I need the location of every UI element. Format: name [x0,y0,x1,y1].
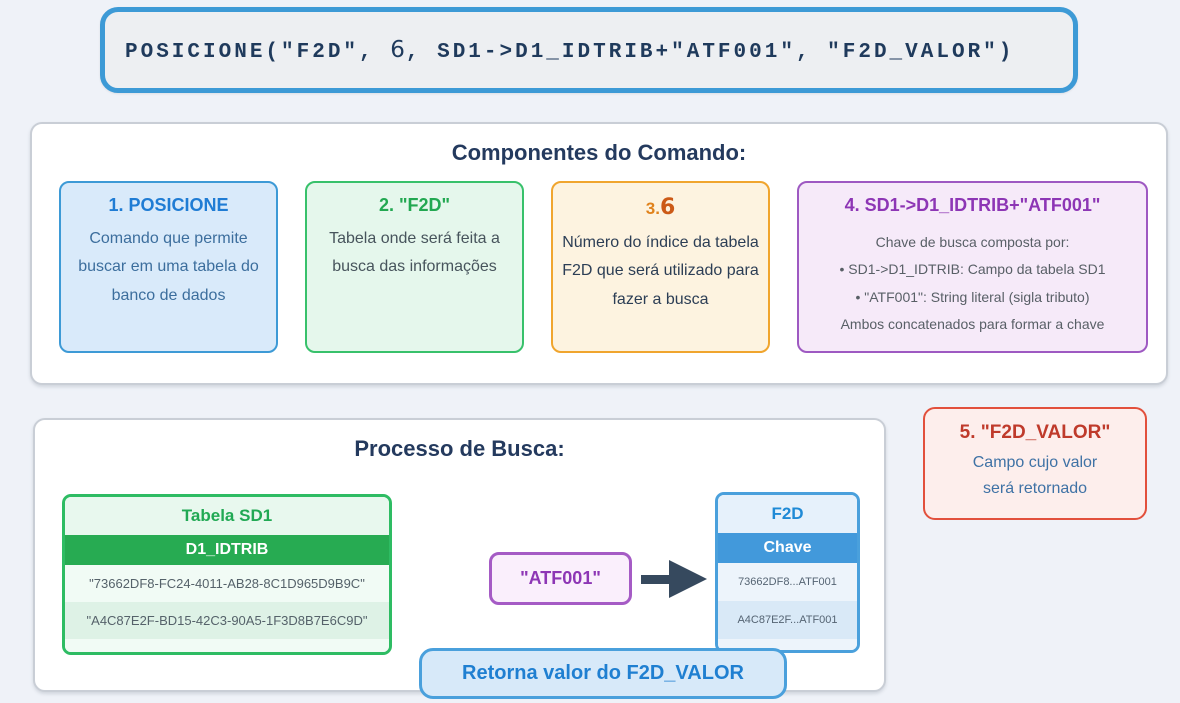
card-chave-title: 4. SD1->D1_IDTRIB+"ATF001" [844,195,1101,215]
sd1-table-header: Tabela SD1 [65,497,389,535]
f2d-table-row: A4C87E2F...ATF001 [718,601,857,639]
processo-panel: Processo de Busca: Tabela SD1 D1_IDTRIB … [33,418,886,699]
code-suffix: , SD1->D1_IDTRIB+"ATF001", "F2D_VALOR") [405,40,1015,64]
arrow-head [669,560,707,598]
card-indice-title-prefix: 3. [645,199,660,218]
f2d-table-row: 73662DF8...ATF001 [718,563,857,601]
result-box: Retorna valor do F2D_VALOR [419,648,787,699]
f2d-table-column-header: Chave [718,533,857,563]
card-chave: 4. SD1->D1_IDTRIB+"ATF001" Chave de busc… [797,181,1148,353]
code-index-argument: 6 [390,36,406,63]
card-indice-title: 3.6 [561,195,760,220]
card-f2d-valor-body-line-2: será retornado [982,479,1088,497]
sd1-table-row: "73662DF8-FC24-4011-AB28-8C1D965D9B9C" [65,565,389,602]
f2d-table-footer-strip [718,639,857,650]
card-f2d-valor: 5. "F2D_VALOR" Campo cujo valor será ret… [923,407,1147,520]
f2d-table: F2D Chave 73662DF8...ATF001 A4C87E2F...A… [715,492,860,653]
card-f2d-valor-body-line-1: Campo cujo valor [972,454,1098,471]
card-chave-line-1: Chave de busca composta por: [875,234,1070,250]
componentes-title: Componentes do Comando: [451,140,747,165]
card-chave-line-4: Ambos concatenados para formar a chave [840,315,1105,332]
code-box: POSICIONE("F2D", 6, SD1->D1_IDTRIB+"ATF0… [100,7,1078,93]
processo-title: Processo de Busca: [354,436,565,461]
code-prefix: POSICIONE("F2D", [125,40,391,64]
code-text: POSICIONE("F2D", 6, SD1->D1_IDTRIB+"ATF0… [125,37,1014,64]
card-f2d-valor-title: 5. "F2D_VALOR" [959,422,1111,443]
sd1-table: Tabela SD1 D1_IDTRIB "73662DF8-FC24-4011… [62,494,392,655]
right-arrow-icon [641,560,707,598]
search-key-box: "ATF001" [489,552,632,605]
card-indice-body: Número do índice da tabela F2D que será … [562,234,759,308]
card-indice: 3.6 Número do índice da tabela F2D que s… [551,181,770,353]
card-f2d-body: Tabela onde será feita a busca das infor… [329,230,500,276]
cards-row: 1. POSICIONE Comando que permite buscar … [32,166,1166,353]
card-chave-line-2: • SD1->D1_IDTRIB: Campo da tabela SD1 [839,261,1106,278]
card-posicione-body: Comando que permite buscar em uma tabela… [78,230,259,304]
card-f2d-title: 2. "F2D" [378,195,451,215]
card-posicione: 1. POSICIONE Comando que permite buscar … [59,181,278,353]
card-f2d: 2. "F2D" Tabela onde será feita a busca … [305,181,524,353]
card-indice-title-number: 6 [659,195,676,220]
sd1-table-footer-strip [65,639,389,652]
card-chave-line-3: • "ATF001": String literal (sigla tribut… [855,288,1090,305]
sd1-table-column-header: D1_IDTRIB [65,535,389,565]
card-posicione-title: 1. POSICIONE [108,195,229,215]
componentes-panel: Componentes do Comando: 1. POSICIONE Com… [30,122,1168,385]
arrow-stem [641,574,669,584]
card-chave-body: Chave de busca composta por: • SD1->D1_I… [807,229,1138,338]
sd1-table-row: "A4C87E2F-BD15-42C3-90A5-1F3D8B7E6C9D" [65,602,389,639]
card-f2d-valor-body: Campo cujo valor será retornado [925,450,1145,501]
f2d-table-header: F2D [718,495,857,533]
